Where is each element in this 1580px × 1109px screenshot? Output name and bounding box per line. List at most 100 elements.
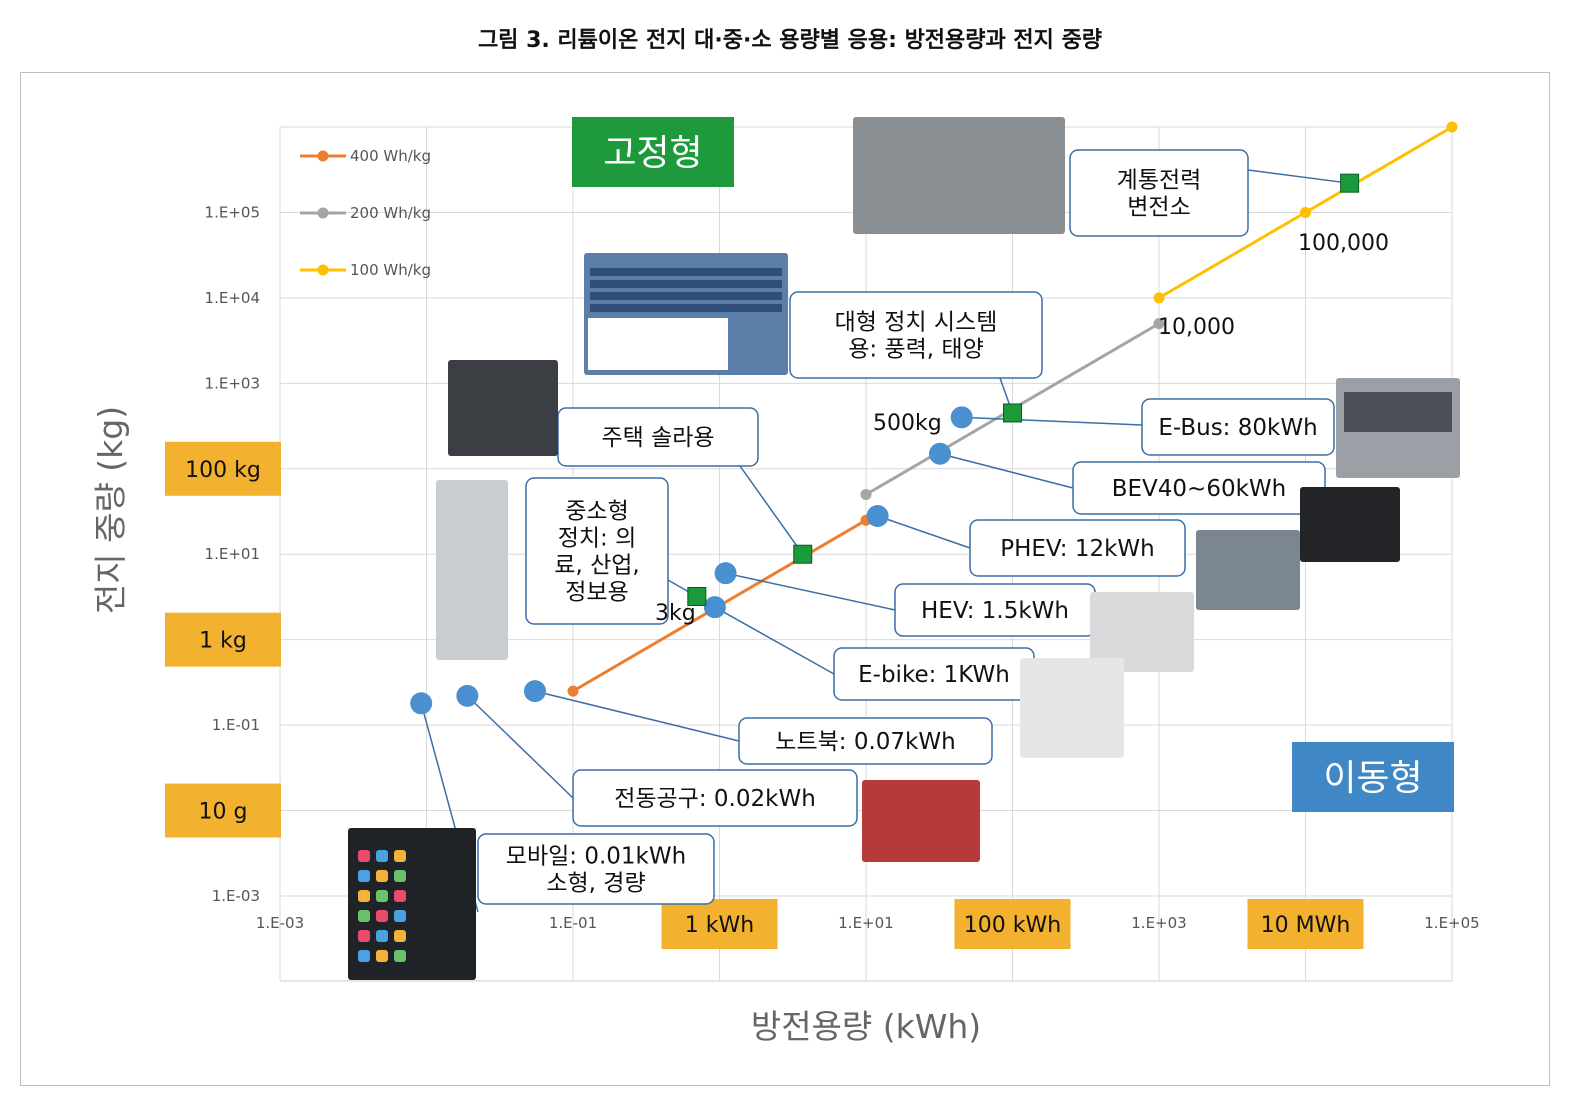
phone-app-icon (394, 930, 406, 942)
phone-app-icon (394, 890, 406, 902)
mobile-region-label: 이동형 (1323, 758, 1422, 799)
y-unit-label: 1 kg (199, 629, 247, 654)
callout-box (1069, 149, 1249, 237)
callout-connector (534, 690, 740, 742)
figure-title: 그림 3. 리튬이온 전지 대·중·소 용량별 응용: 방전용량과 전지 중량 (477, 28, 1103, 53)
legend-marker (317, 207, 329, 219)
application-point (456, 684, 479, 707)
phone-app-icon (376, 850, 388, 862)
ebike-photo (1020, 658, 1124, 758)
legend-label: 400 Wh/kg (350, 147, 431, 165)
series-point (567, 685, 579, 697)
point-label-100000: 100,000 (1298, 231, 1389, 256)
application-point (1003, 403, 1022, 423)
x-unit-box (1247, 899, 1364, 949)
mobile-region-box (1292, 742, 1454, 812)
callout-label: 정보용 (565, 580, 628, 606)
stationary-region-box (572, 117, 734, 187)
x-tick-label: 1.E+05 (1424, 914, 1479, 932)
callout-connector (739, 465, 804, 555)
legend-label: 100 Wh/kg (350, 261, 431, 279)
ups-photo (448, 360, 558, 456)
y-tick-label: 1.E-03 (212, 887, 260, 905)
y-unit-label: 100 kg (185, 458, 261, 483)
callout-label: E-Bus: 80kWh (1158, 415, 1317, 441)
phone-app-icon (376, 870, 388, 882)
application-point (929, 442, 952, 465)
phone-app-icon (394, 850, 406, 862)
phone-app-icon (358, 910, 370, 922)
x-unit-label: 1 kWh (685, 913, 754, 938)
solar-panel-row (590, 292, 782, 300)
x-unit-label: 10 MWh (1261, 913, 1351, 938)
ev-concept-photo (1196, 530, 1300, 610)
callout-label: 정치: 의 (558, 526, 637, 552)
callout-label: 변전소 (1127, 195, 1190, 221)
callout-label: 용: 풍력, 태양 (848, 337, 983, 363)
legend-marker (317, 150, 329, 162)
application-point (793, 544, 813, 564)
callout-box (525, 477, 669, 625)
point-label-10000: 10,000 (1158, 315, 1235, 340)
callout-connector (466, 695, 574, 799)
hybrid-car-photo (1090, 592, 1194, 672)
callout-label: 계통전력 (1117, 168, 1202, 194)
phone-app-icon (376, 950, 388, 962)
x-tick-label: 1.E-01 (549, 914, 597, 932)
callout-connector (714, 606, 835, 675)
callout-box (738, 717, 993, 765)
phone-app-icon (394, 950, 406, 962)
callout-box (477, 833, 715, 905)
point-label-500kg: 500kg (873, 411, 942, 436)
application-point (703, 596, 726, 619)
solar-panel-row (590, 304, 782, 312)
callout-connector (939, 453, 1074, 489)
callout-label: 소형, 경량 (546, 871, 645, 897)
y-tick-label: 1.E+03 (205, 374, 260, 392)
stationary-region-label: 고정형 (603, 133, 702, 174)
callout-label: 전동공구: 0.02kWh (614, 786, 816, 812)
y-tick-label: 1.E+05 (205, 203, 260, 221)
y-tick-label: 1.E+04 (205, 289, 260, 307)
callout-label: PHEV: 12kWh (1000, 536, 1155, 562)
callout-label: 모바일: 0.01kWh (506, 844, 686, 870)
bus-window (1344, 392, 1452, 432)
legend-label: 200 Wh/kg (350, 204, 431, 222)
y-unit-box (165, 441, 281, 496)
phone-app-icon (358, 890, 370, 902)
phone-app-icon (376, 890, 388, 902)
callout-connector (1247, 169, 1350, 184)
application-point (1340, 173, 1360, 193)
ess-container (588, 318, 728, 370)
y-tick-label: 1.E-01 (212, 716, 260, 734)
callout-label: BEV40~60kWh (1112, 476, 1287, 502)
callout-box (572, 769, 858, 827)
x-tick-label: 1.E+03 (1131, 914, 1186, 932)
phone-app-icon (376, 910, 388, 922)
solar-panel-row (590, 268, 782, 276)
sports-car-photo (1300, 487, 1400, 562)
y-unit-box (165, 783, 281, 838)
substation-photo (853, 117, 1065, 234)
y-unit-box (165, 612, 281, 667)
x-unit-box (661, 899, 778, 949)
series-point (1153, 292, 1165, 304)
legend-marker (317, 264, 329, 276)
callout-label: HEV: 1.5kWh (921, 598, 1069, 624)
ultrasound-machine-photo (436, 480, 508, 660)
callout-box (789, 291, 1043, 379)
series-point (1153, 318, 1165, 330)
chart-frame (20, 72, 1550, 1086)
phone-app-icon (394, 910, 406, 922)
y-unit-label: 10 g (199, 800, 248, 825)
y-axis-title: 전지 중량 (kg) (91, 406, 130, 614)
callout-connector (877, 515, 971, 549)
callout-box (1141, 398, 1335, 456)
series-point (860, 488, 872, 500)
x-tick-label: 1.E-03 (256, 914, 304, 932)
callout-connector (961, 416, 1143, 426)
y-tick-label: 1.E+01 (205, 545, 260, 563)
phone-app-icon (394, 870, 406, 882)
callout-label: 노트북: 0.07kWh (775, 729, 955, 755)
